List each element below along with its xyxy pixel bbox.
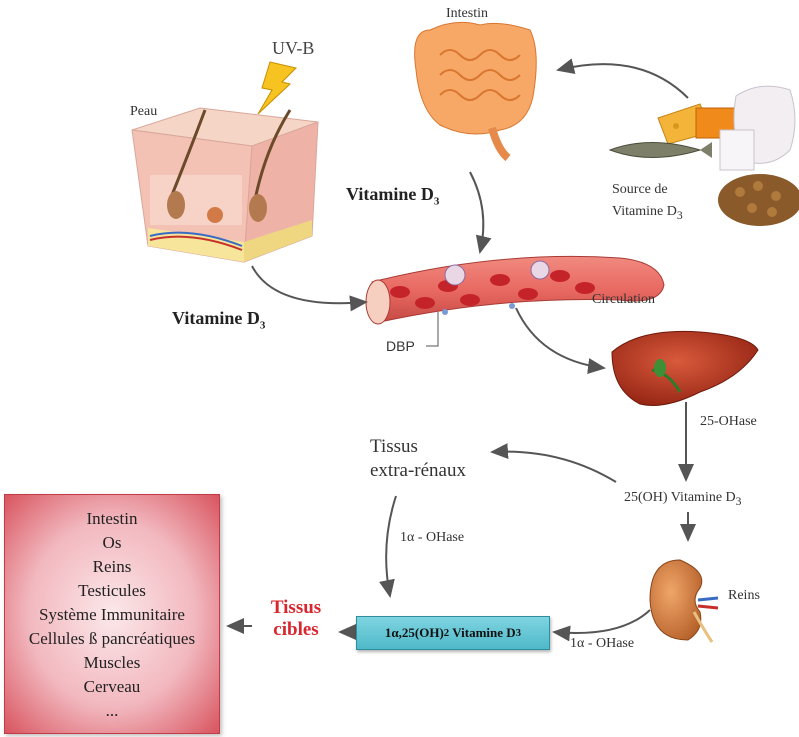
arrow-25oh-to-tissues xyxy=(492,452,616,482)
intestin-label: Intestin xyxy=(446,6,488,22)
vit-25oh-label: 25(OH) Vitamine D3 xyxy=(624,490,742,508)
target-tissue-item: Cerveau xyxy=(5,675,219,699)
target-tissue-item: ... xyxy=(5,699,219,723)
dbp-pointer-line xyxy=(426,312,438,346)
tissus-extra-line1: Tissus xyxy=(370,436,418,458)
ohase-25-label: 25-OHase xyxy=(700,414,757,430)
reins-label: Reins xyxy=(728,588,760,604)
ohase-1a-lower-label: 1α - OHase xyxy=(570,636,634,652)
intestine-illustration xyxy=(415,22,537,158)
dbp-label: DBP xyxy=(386,338,415,354)
tissus-extra-line2: extra-rénaux xyxy=(370,460,466,482)
target-tissues-list: Intestin Os Reins Testicules Système Imm… xyxy=(5,495,219,723)
skin-illustration xyxy=(132,108,318,262)
target-tissue-item: Intestin xyxy=(5,507,219,531)
arrow-tissues-to-product xyxy=(386,496,396,596)
liver-illustration xyxy=(612,331,758,405)
arrow-circulation-to-liver xyxy=(516,308,604,368)
blood-vessel-illustration xyxy=(366,256,664,324)
peau-label: Peau xyxy=(130,104,157,120)
lightning-icon xyxy=(258,62,296,114)
uvb-label: UV-B xyxy=(272,38,314,59)
target-tissues-box: Intestin Os Reins Testicules Système Imm… xyxy=(4,494,220,734)
target-tissue-item: Cellules ß pancréatiques xyxy=(5,627,219,651)
arrow-kidney-to-product xyxy=(554,610,650,633)
vitamine-d3-left-label: Vitamine D3 xyxy=(172,308,265,332)
target-tissue-item: Muscles xyxy=(5,651,219,675)
target-tissue-item: Os xyxy=(5,531,219,555)
arrow-food-to-intestine xyxy=(558,64,688,98)
target-tissue-item: Testicules xyxy=(5,579,219,603)
arrow-intestine-to-circulation xyxy=(470,172,483,252)
target-tissue-item: Reins xyxy=(5,555,219,579)
circulation-label: Circulation xyxy=(592,292,655,308)
arrow-skin-to-circulation xyxy=(252,266,366,303)
target-tissue-item: Système Immunitaire xyxy=(5,603,219,627)
kidney-illustration xyxy=(650,560,718,642)
vitamine-d3-top-label: Vitamine D3 xyxy=(346,184,439,208)
ohase-1a-upper-label: 1α - OHase xyxy=(400,530,464,546)
source-label-line2: Vitamine D3 xyxy=(612,204,683,222)
source-label-line1: Source de xyxy=(612,182,668,198)
tissus-cibles-label: Tissus cibles xyxy=(256,597,336,641)
